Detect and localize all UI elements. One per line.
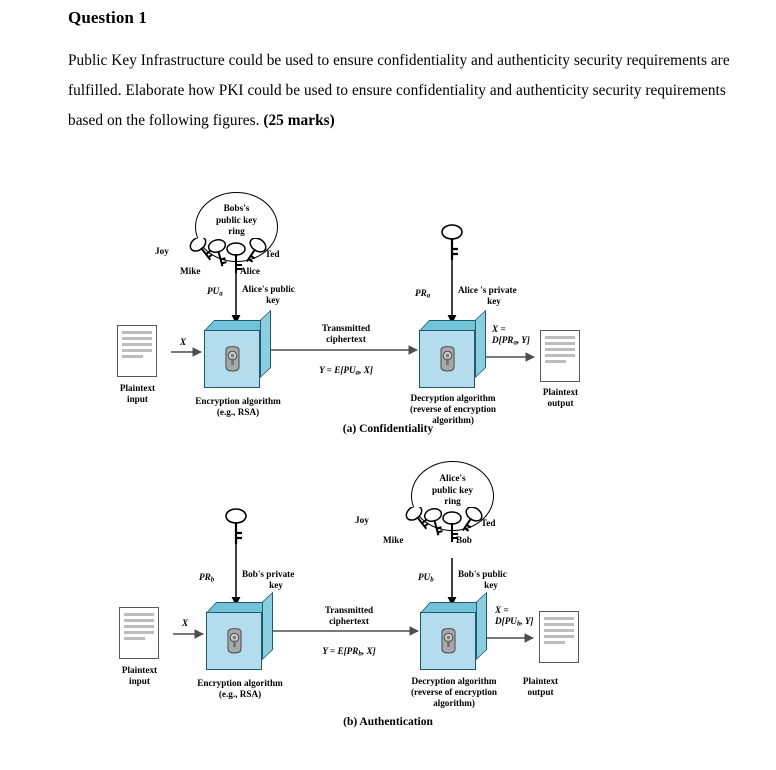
output-formula: X = D[PUb, Y] [495, 605, 534, 628]
public-key-symbol: PUa [207, 286, 223, 298]
keyring-keys [405, 507, 483, 542]
ciphertext-formula: Y = E[PUa, X] [319, 365, 373, 377]
private-key-label: Alice 's private key [458, 285, 517, 306]
marks-label: (25 marks) [263, 112, 335, 129]
transmitted-ciphertext-label: Transmitted ciphertext [324, 605, 374, 626]
plaintext-input-document [117, 325, 157, 377]
public-key-symbol: PUb [418, 572, 434, 584]
decryption-algorithm-label: Decryption algorithm (reverse of encrypt… [410, 676, 498, 708]
page-title: Question 1 [68, 8, 147, 27]
figure-b-caption: (b) Authentication [343, 716, 433, 728]
encryption-algorithm-box [206, 591, 274, 672]
encryption-algorithm-box [204, 309, 272, 390]
question-body-line-2: requirements are fulfilled. Elaborate ho… [68, 52, 730, 99]
private-key-symbol: PRa [415, 288, 431, 300]
keyring-key-label-ted: Ted [481, 518, 496, 528]
input-variable-label: X [180, 337, 187, 347]
plaintext-output-document [539, 611, 579, 663]
plaintext-output-label: Plaintext output [522, 676, 559, 697]
box-side-face [260, 309, 271, 378]
input-variable-label: X [182, 618, 189, 628]
figure-a-caption: (a) Confidentiality [342, 423, 434, 435]
question-block: Question 1 Public Key Infrastructure cou… [68, 8, 740, 136]
question-body-line-1: Public Key Infrastructure could be used … [68, 52, 623, 69]
ciphertext-formula: Y = E[PRb, X] [322, 646, 376, 658]
figure-authentication: PRb Bob's private key Alice's public key… [0, 448, 776, 758]
keyring-label: Bobs's public key ring [215, 204, 258, 237]
transmitted-ciphertext-label: Transmitted ciphertext [321, 323, 371, 344]
keyring-key-label-ted: Ted [265, 249, 280, 259]
box-side-face [475, 309, 486, 378]
keyring-key-label-bob: Bob [456, 535, 472, 545]
padlock-icon [225, 346, 240, 372]
decryption-algorithm-label: Decryption algorithm (reverse of encrypt… [409, 393, 497, 425]
plaintext-input-label: Plaintext input [119, 383, 156, 404]
encryption-algorithm-label: Encryption algorithm (e.g., RSA) [195, 396, 281, 417]
keyring-key-label-alice: Alice [240, 266, 260, 276]
decryption-algorithm-box [420, 591, 488, 672]
question-body-line-3: authenticity security requirements based… [68, 82, 726, 129]
keyring-key-label-mike: Mike [383, 535, 404, 545]
keyring-key-label-joy: Joy [155, 246, 169, 256]
keyring-label: Alice's public key ring [431, 474, 474, 507]
padlock-icon [441, 628, 456, 654]
private-key-label: Bob's private key [242, 569, 295, 590]
keyring-key-label-mike: Mike [180, 266, 201, 276]
question-body: Public Key Infrastructure could be used … [68, 46, 740, 136]
private-key-symbol: PRb [199, 572, 215, 584]
private-key-icon [225, 508, 247, 544]
box-side-face [476, 591, 487, 660]
keyring-key-label-joy: Joy [355, 515, 369, 525]
keyring-keys [189, 238, 267, 273]
output-formula: X = D[PRa, Y] [492, 324, 530, 347]
public-key-label: Alice's public key [242, 284, 295, 305]
decryption-algorithm-box [419, 309, 487, 390]
padlock-icon [440, 346, 455, 372]
plaintext-input-document [119, 607, 159, 659]
encryption-algorithm-label: Encryption algorithm (e.g., RSA) [197, 678, 283, 699]
padlock-icon [227, 628, 242, 654]
box-side-face [262, 591, 273, 660]
plaintext-output-document [540, 330, 580, 382]
plaintext-output-label: Plaintext output [542, 387, 579, 408]
plaintext-input-label: Plaintext input [121, 665, 158, 686]
figure-confidentiality: Bobs's public key ring [0, 180, 776, 445]
figure-b-connectors [173, 543, 534, 643]
public-key-label: Bob's public key [458, 569, 507, 590]
private-key-icon [441, 224, 463, 260]
